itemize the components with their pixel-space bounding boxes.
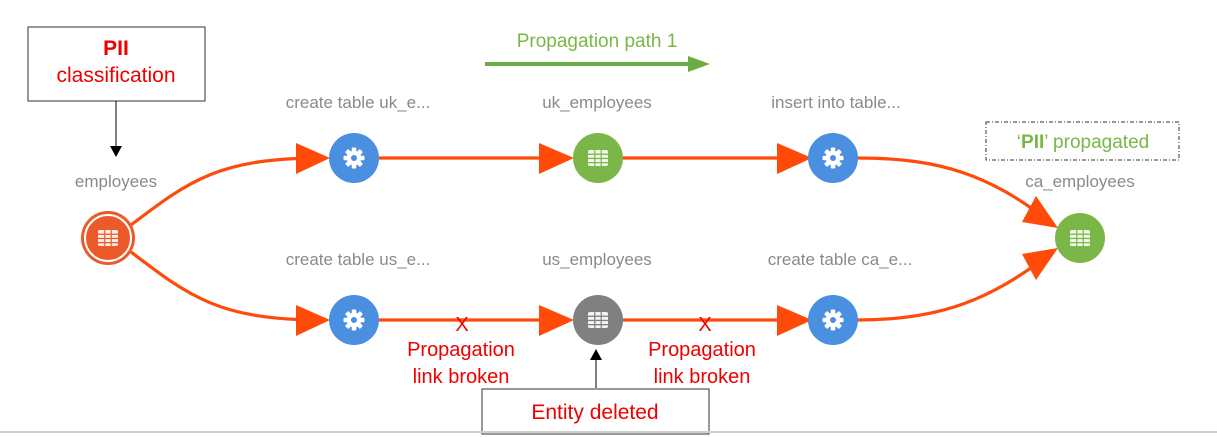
node-label-create-ca: create table ca_e...: [768, 250, 913, 269]
arrowheads: [296, 143, 1058, 336]
node-create-us[interactable]: [329, 295, 379, 345]
badge-quote-close: ’: [1044, 132, 1048, 153]
broken-link-x-mark: X: [455, 314, 468, 336]
edge-employees-to-create-us: [130, 250, 323, 322]
edge-create-ca-to-ca-employees: [857, 252, 1051, 322]
node-label-create-uk: create table uk_e...: [286, 93, 431, 112]
node-label-create-us: create table us_e...: [286, 250, 431, 269]
badge-pii-tag: PII: [1021, 132, 1044, 153]
node-us-employees[interactable]: [573, 295, 623, 345]
broken-link-line2: link broken: [654, 366, 751, 388]
node-employees[interactable]: [81, 211, 135, 265]
pii-classification-callout: PII classification: [27, 26, 206, 157]
propagation-path-annotation: Propagation path 1: [485, 31, 710, 72]
arrowhead-create-ca: [777, 305, 812, 336]
edge-insert-into-to-ca-employees: [857, 156, 1051, 224]
propagation-path-arrowhead: [688, 56, 710, 72]
table-icon: [588, 150, 608, 166]
svg-text:‘PII’ propagated: ‘PII’ propagated: [1017, 132, 1149, 153]
edge-employees-to-create-uk: [130, 153, 323, 227]
arrowhead-insert-into: [777, 143, 812, 174]
callout-classification-subtitle: classification: [56, 64, 175, 87]
broken-link-x-mark: X: [698, 314, 711, 336]
table-icon: [1070, 230, 1090, 246]
node-label-employees: employees: [75, 172, 157, 191]
node-create-ca[interactable]: [808, 295, 858, 345]
broken-link-line1: Propagation: [407, 339, 515, 361]
table-icon: [98, 230, 118, 246]
node-ca-employees[interactable]: [1055, 213, 1105, 263]
badge-quote-open: ‘: [1017, 132, 1021, 153]
node-label-ca-employees: ca_employees: [1025, 172, 1135, 191]
broken-link-line2: link broken: [413, 366, 510, 388]
node-insert-into[interactable]: [808, 133, 858, 183]
arrowhead-us-employees: [539, 305, 574, 336]
broken-link-line1: Propagation: [648, 339, 756, 361]
propagation-path-label: Propagation path 1: [517, 31, 678, 52]
entity-deleted-label: Entity deleted: [531, 401, 658, 424]
node-label-us-employees: us_employees: [542, 250, 652, 269]
arrowhead-create-us: [296, 305, 330, 336]
arrowhead-ca-employees-bottom: [1022, 248, 1058, 280]
edges: [130, 153, 1051, 322]
bottom-divider: [0, 431, 1217, 433]
pii-propagated-badge: ‘PII’ propagated: [985, 121, 1180, 161]
table-icon: [588, 312, 608, 328]
node-uk-employees[interactable]: [573, 133, 623, 183]
arrowhead-uk-employees: [539, 143, 574, 174]
callout-pii-title: PII: [103, 37, 129, 60]
broken-link-annotation-2: X Propagation link broken: [648, 314, 756, 388]
node-label-insert-into: insert into table...: [771, 93, 900, 112]
entity-deleted-callout: Entity deleted: [481, 349, 710, 435]
badge-suffix: propagated: [1048, 132, 1149, 153]
broken-link-annotation-1: X Propagation link broken: [407, 314, 515, 388]
deleted-pointer-arrowhead: [590, 349, 602, 360]
node-label-uk-employees: uk_employees: [542, 93, 652, 112]
arrowhead-ca-employees-top: [1022, 196, 1058, 228]
callout-pointer-arrowhead: [110, 146, 122, 157]
arrowhead-create-uk: [296, 143, 330, 174]
node-create-uk[interactable]: [329, 133, 379, 183]
